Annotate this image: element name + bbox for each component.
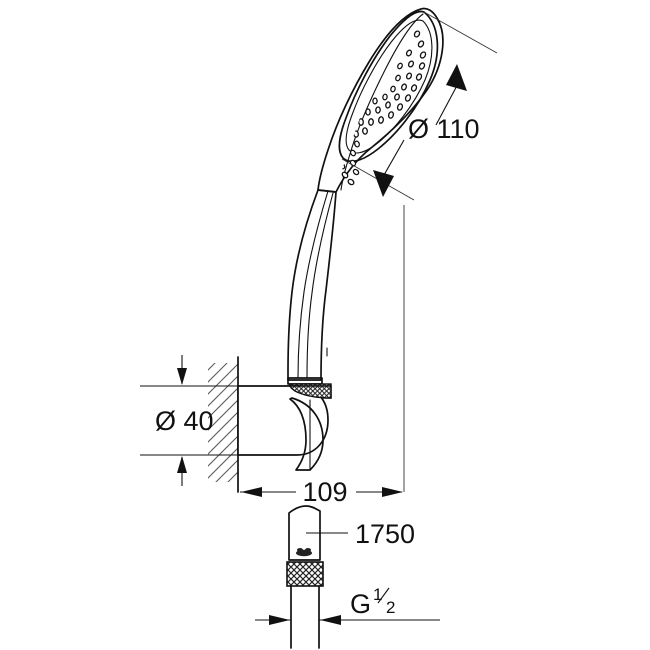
shower-hose: [286, 505, 324, 649]
dimG-label-prefix: G: [350, 589, 371, 619]
dimension-hose-length-1750: 1750: [306, 519, 415, 549]
shower-head-spray-face: [317, 7, 444, 193]
dimG-label-numerator: 1: [373, 585, 382, 604]
bracket-knurled-neck: [288, 385, 332, 399]
dimension-diameter-40: Ø 40: [140, 355, 238, 486]
dim40-arrow-bottom: [177, 456, 187, 473]
dimension-thread-g-half: G 1 2: [255, 585, 440, 625]
dim40-arrow-top: [177, 368, 187, 385]
handle-contour-line-1: [297, 190, 329, 379]
hatched-wall-section: [208, 356, 239, 493]
dimension-diameter-110: Ø 110: [341, 11, 498, 492]
dim110-arrow-top: [446, 64, 467, 91]
hose-upper-body: [288, 505, 321, 561]
dim110-arrow-bottom: [373, 170, 394, 197]
dim109-label: 109: [302, 477, 347, 507]
dim1750-label: 1750: [355, 519, 415, 549]
handle-base-ring: [287, 377, 323, 385]
dimG-label-denominator: 2: [386, 598, 395, 617]
knurled-hose-nut: [286, 561, 324, 587]
head-face-ellipse: [338, 10, 439, 163]
handle-contour-line-2: [306, 192, 334, 379]
dimG-arrow-right: [320, 615, 341, 625]
dim110-label: Ø 110: [408, 114, 480, 144]
dim110-ext-top: [423, 11, 498, 54]
handle-body: [287, 189, 337, 381]
hose-brand-mark: [296, 548, 312, 557]
dimG-arrow-left: [269, 615, 290, 625]
dim40-label: Ø 40: [155, 406, 214, 436]
head-outer-shell: [317, 7, 444, 193]
dimG-fraction-bar: [377, 587, 390, 604]
wall-hatching: [208, 363, 238, 482]
dimension-projection-109: 109: [240, 477, 403, 507]
shower-handle: [287, 189, 337, 399]
bracket-cradle: [289, 397, 324, 471]
dim109-arrow-left: [241, 487, 262, 497]
wall-bracket-holder: [237, 385, 332, 471]
head-face-inner-ring: [345, 19, 433, 154]
hose-thread-stub: [290, 585, 320, 649]
dim109-arrow-right: [382, 487, 403, 497]
